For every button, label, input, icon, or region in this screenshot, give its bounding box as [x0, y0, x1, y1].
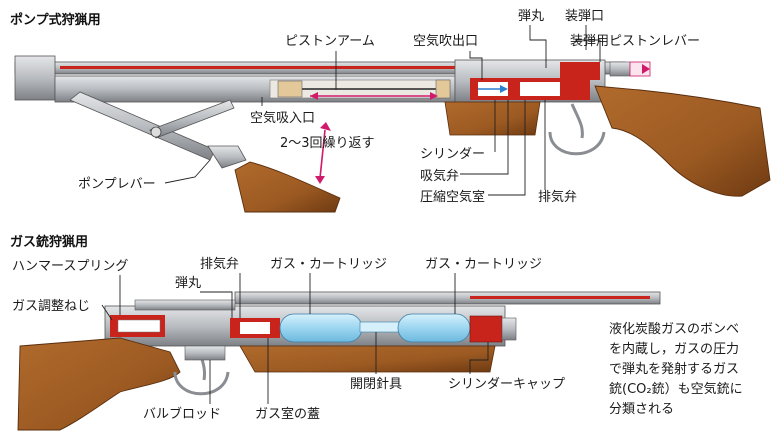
label-intake-valve: 吸気弁 [420, 168, 459, 184]
pump-trigger [570, 103, 584, 139]
label-gas-adjust-screw: ガス調整ねじ [12, 299, 90, 314]
label-gas-chamber-lid: ガス室の蓋 [255, 406, 320, 422]
repeat-arrowhead-up [320, 122, 331, 131]
label-piston-arm: ピストンアーム [285, 34, 375, 49]
label-hammer-spring: ハンマースプリング [12, 259, 128, 274]
pump-lever-wood [234, 161, 341, 213]
label-pump-exhaust-valve: 排気弁 [538, 189, 577, 205]
gas-barrel [234, 291, 661, 305]
label-repeat: 2～3回繰り返す [280, 136, 375, 151]
pump-forend-wood [444, 101, 541, 136]
gas-valve-rod-housing [184, 345, 226, 361]
repeat-arrow-line [319, 129, 326, 179]
pump-barrel-bore [60, 66, 530, 69]
label-pump-lever: ポンプレバー [78, 177, 156, 192]
pump-air-chamber [520, 82, 560, 96]
gas-cartridge-2 [397, 313, 471, 343]
label-gas-exhaust-valve: 排気弁 [200, 256, 239, 272]
label-valve-rod: バルブロッド [143, 406, 221, 422]
pump-valve-block [435, 79, 451, 99]
note-line: を内蔵し，ガスの圧力 [609, 342, 740, 357]
label-loading-port: 装弾口 [565, 9, 604, 24]
gas-leaders [101, 273, 489, 404]
label-cylinder: シリンダー [420, 147, 485, 162]
pump-flow-arrowhead-right [430, 92, 438, 100]
gas-rifle [17, 291, 661, 431]
pump-rifle [14, 55, 771, 213]
gas-hammer-spring [117, 319, 161, 333]
pump-lever-link [149, 99, 235, 139]
pump-flow-arrowhead-left [310, 92, 318, 100]
gas-barrel-bore [470, 296, 650, 299]
gas-gun-note: 液化炭酸ガスのボンベ を内蔵し，ガスの圧力 で弾丸を発射するガス 銃(CO₂銃）… [609, 320, 779, 420]
pump-loading-piston [609, 61, 631, 77]
pump-trigger-guard [548, 131, 606, 156]
label-pump-bullet: 弾丸 [518, 9, 544, 24]
label-air-outlet: 空気吹出口 [413, 33, 478, 49]
gas-title: ガス銃狩猟用 [10, 234, 88, 250]
pump-muzzle [14, 55, 56, 101]
gas-stock [17, 337, 181, 431]
label-compressed-air-chamber: 圧縮空気室 [420, 189, 485, 205]
label-cartridge-2: ガス・カートリッジ [425, 257, 542, 272]
note-line: 液化炭酸ガスのボンベ [609, 322, 740, 337]
label-cartridge-1: ガス・カートリッジ [270, 257, 387, 272]
pump-front-arrowhead [642, 64, 650, 74]
gas-forend-wood [239, 345, 496, 373]
pump-lever-handle [207, 145, 247, 169]
note-line: で弾丸を発射するガス [609, 362, 740, 377]
gas-cartridge-1 [279, 313, 363, 343]
pump-lever-pivot [150, 126, 162, 138]
repeat-arrowhead-down [315, 176, 325, 184]
pump-title: ポンプ式狩猟用 [10, 12, 101, 28]
note-line: 銃(CO₂銃）も空気銃に [609, 382, 743, 397]
label-air-inlet: 空気吸入口 [250, 110, 315, 126]
label-opening-needle: 開閉針具 [350, 377, 402, 392]
gas-cap-knob [501, 317, 517, 341]
gas-cylinder-cap [469, 315, 503, 343]
pump-stock [594, 85, 771, 197]
label-loading-piston-lever: 装弾用ピストンレバー [570, 34, 700, 49]
pump-piston-head [277, 80, 303, 98]
label-gas-bullet: 弾丸 [175, 276, 201, 291]
label-cylinder-cap: シリンダーキャップ [448, 377, 565, 392]
pump-air-out-arrowhead [500, 85, 508, 93]
pump-breech [560, 62, 600, 80]
note-line: 分類される [609, 402, 675, 417]
gas-trigger-guard [173, 371, 230, 396]
pump-leaders [164, 25, 601, 196]
gas-valve-inner [240, 322, 270, 334]
gas-receiver-top [134, 299, 236, 311]
gas-cartridge-connector [359, 321, 401, 333]
